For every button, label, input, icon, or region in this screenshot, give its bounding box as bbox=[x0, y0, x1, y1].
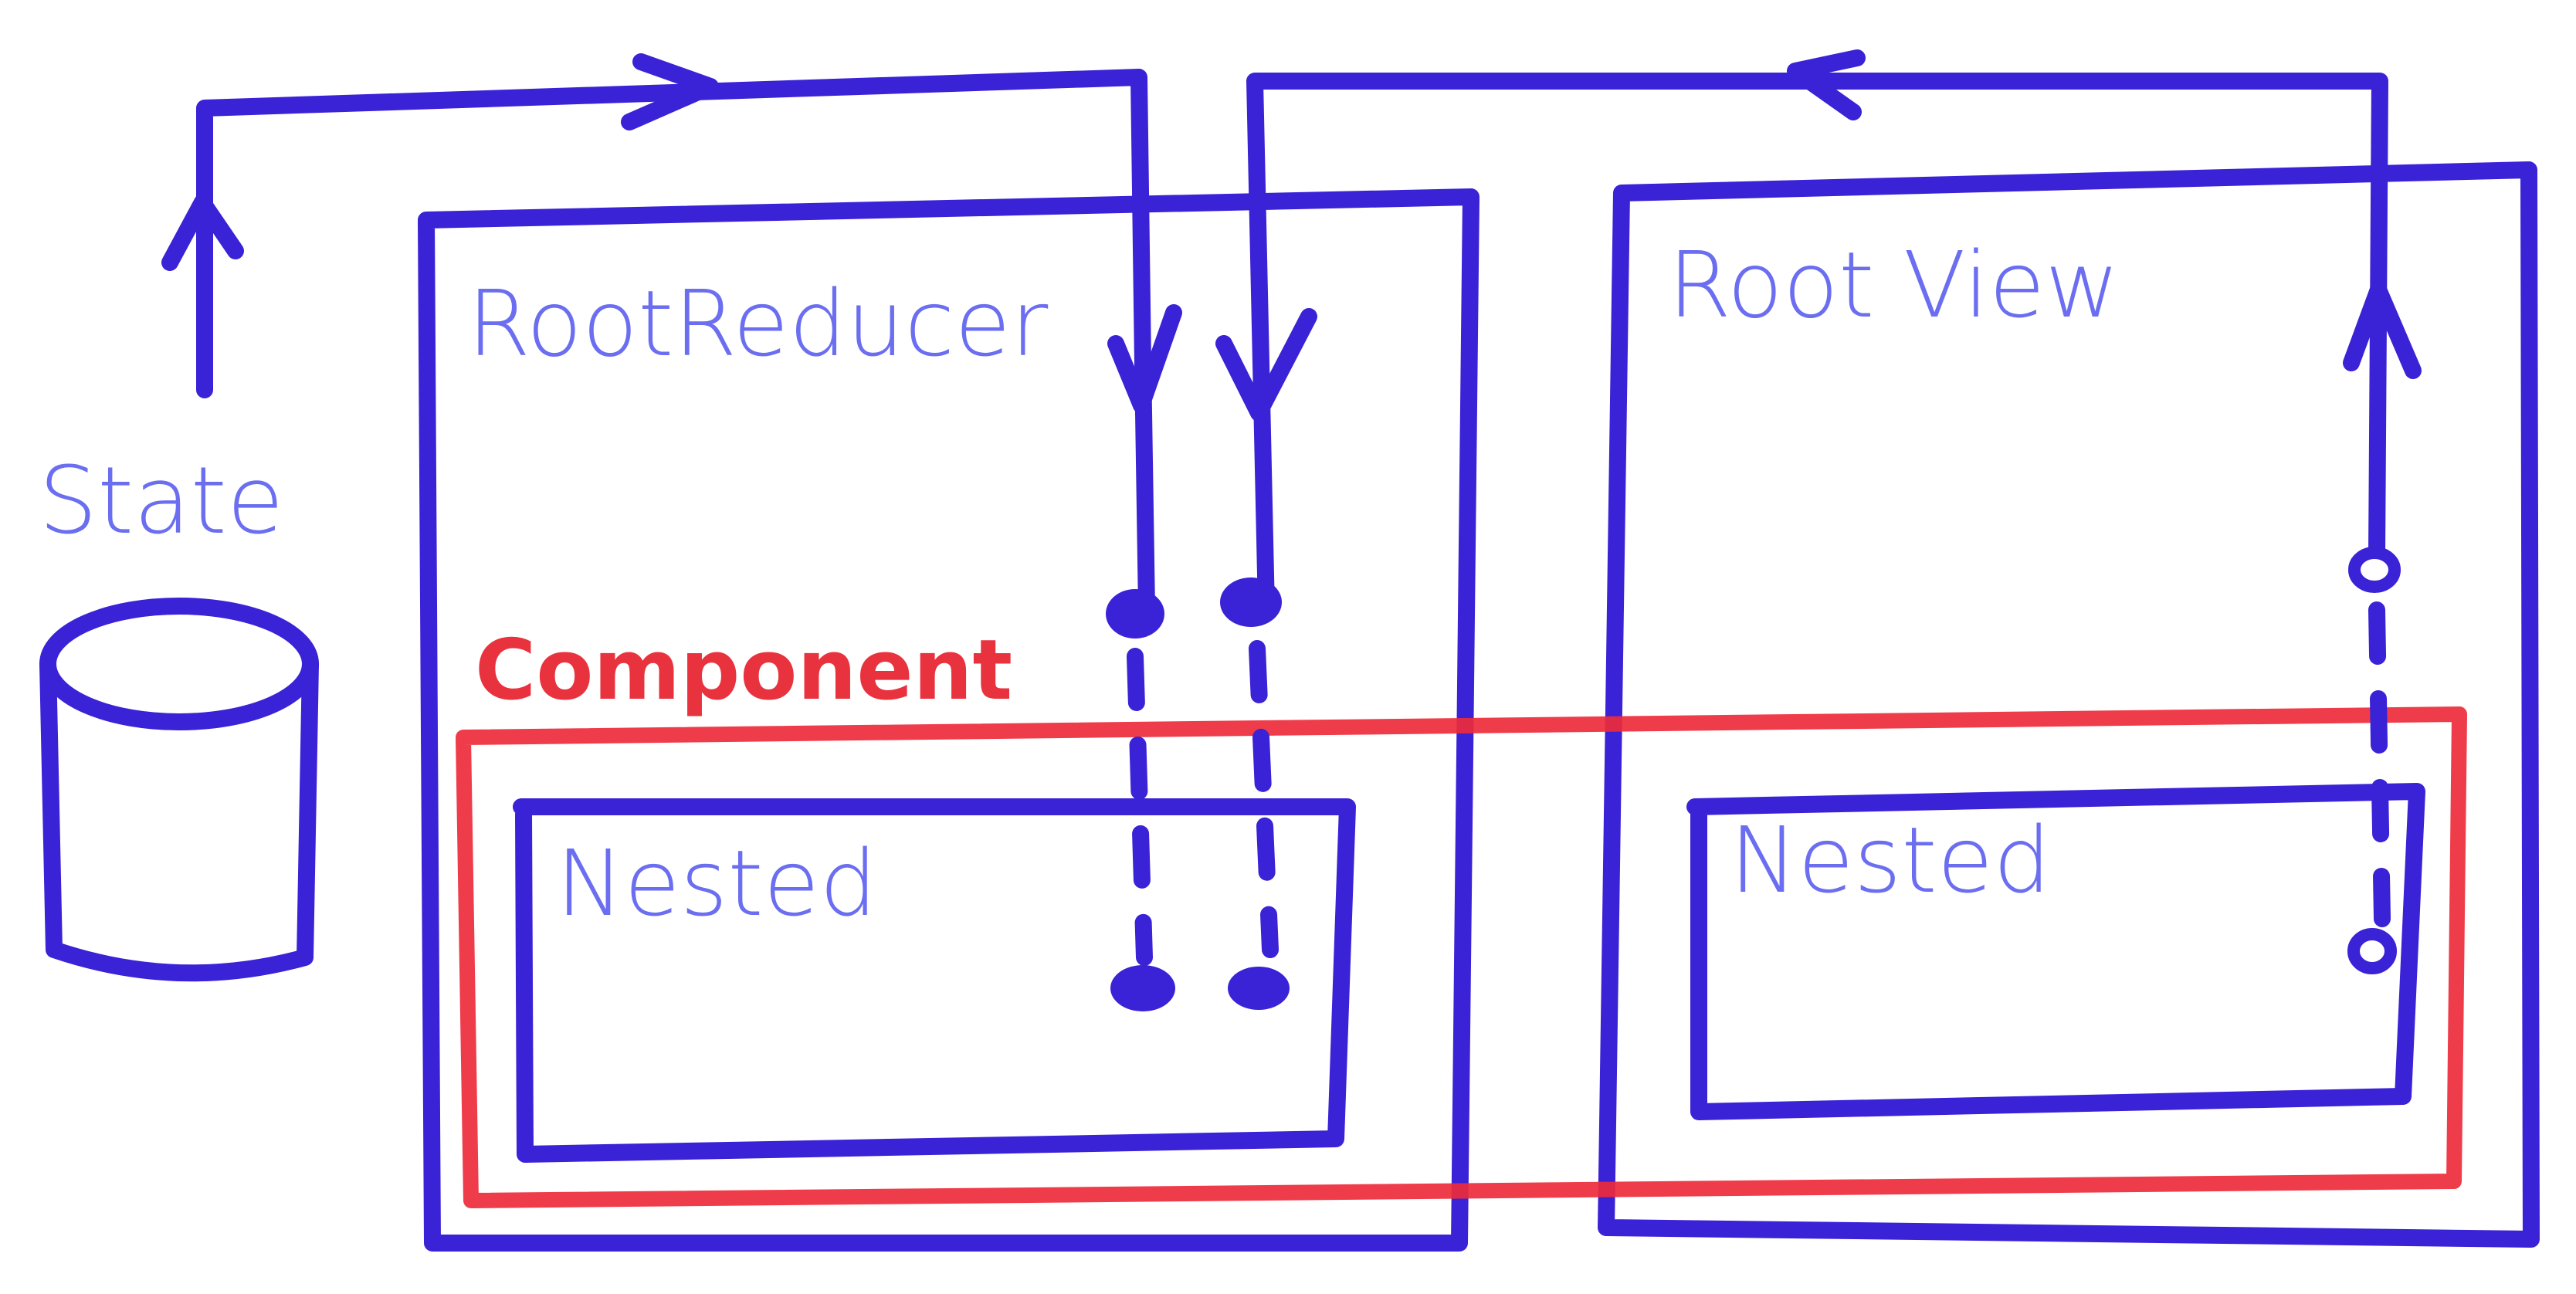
reducer-connector-right bbox=[1220, 578, 1290, 1010]
state-to-reducer-arrow bbox=[161, 53, 1182, 618]
nested-right-box bbox=[1686, 783, 2425, 1120]
nested-left-box bbox=[513, 798, 1356, 1163]
view-connector bbox=[2347, 547, 2401, 974]
state-database-icon bbox=[39, 598, 319, 982]
component-box bbox=[456, 706, 2467, 1208]
nested-right-label: Nested bbox=[1730, 807, 2051, 913]
reducer-connector-left bbox=[1106, 589, 1175, 1011]
root-reducer-label: RootReducer bbox=[467, 270, 1049, 377]
nested-left-label: Nested bbox=[556, 830, 877, 937]
component-label: Component bbox=[475, 622, 1012, 719]
root-view-label: Root View bbox=[1668, 232, 2120, 338]
state-label: State bbox=[39, 448, 284, 555]
view-to-reducer-arrow bbox=[1215, 49, 2422, 618]
root-reducer-box bbox=[418, 188, 1480, 1252]
root-view-box bbox=[1598, 161, 2540, 1248]
